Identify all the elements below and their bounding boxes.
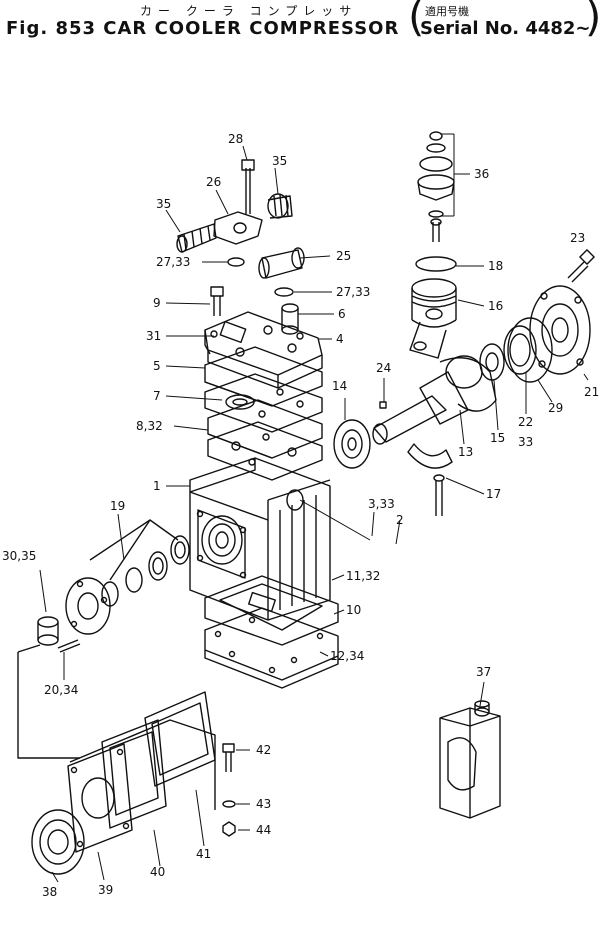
right-paren: ) <box>585 0 602 41</box>
callout-29: 29 <box>548 401 563 415</box>
callout-8-32: 8,32 <box>136 419 163 433</box>
callout-41: 41 <box>196 847 211 861</box>
callout-labels: 28 35 26 35 27,33 25 27,33 9 6 31 4 5 7 … <box>2 132 599 899</box>
serial-number: Serial No. 4482∼ <box>420 18 591 39</box>
callout-27-33-left: 27,33 <box>156 255 190 269</box>
callout-44: 44 <box>256 823 271 837</box>
callout-23: 23 <box>570 231 585 245</box>
callout-40: 40 <box>150 865 165 879</box>
front-seal-parts <box>37 519 190 653</box>
callout-9: 9 <box>153 296 161 310</box>
callout-43: 43 <box>256 797 271 811</box>
callout-17: 17 <box>486 487 501 501</box>
callout-18: 18 <box>488 259 503 273</box>
callout-37: 37 <box>476 665 491 679</box>
callout-28: 28 <box>228 132 243 146</box>
callout-35-left: 35 <box>156 197 171 211</box>
figure-title: Fig. 853 CAR COOLER COMPRESSOR <box>6 18 400 39</box>
callout-21: 21 <box>584 385 599 399</box>
callout-31: 31 <box>146 329 161 343</box>
callout-33: 33 <box>518 435 533 449</box>
callout-24: 24 <box>376 361 391 375</box>
callout-2: 2 <box>396 513 404 527</box>
left-paren: ( <box>408 0 425 41</box>
callout-26: 26 <box>206 175 221 189</box>
callout-25: 25 <box>336 249 351 263</box>
callout-10: 10 <box>346 603 361 617</box>
callout-12-34: 12,34 <box>330 649 364 663</box>
callout-39: 39 <box>98 883 113 897</box>
callout-4: 4 <box>336 332 344 346</box>
crankshaft <box>333 249 595 469</box>
callout-3-33: 3,33 <box>368 497 395 511</box>
callout-42: 42 <box>256 743 271 757</box>
oil-can <box>439 700 501 819</box>
cylinder-head-stack <box>204 311 323 481</box>
callout-15: 15 <box>490 431 505 445</box>
callout-20-34: 20,34 <box>44 683 78 697</box>
lower-cover-group <box>17 644 236 875</box>
callout-1: 1 <box>153 479 161 493</box>
callout-14: 14 <box>332 379 347 393</box>
callout-11-32: 11,32 <box>346 569 380 583</box>
callout-5: 5 <box>153 359 161 373</box>
leader-lines <box>39 133 589 883</box>
callout-6: 6 <box>338 307 346 321</box>
japanese-title: カー クーラ コンプレッサ <box>140 4 358 18</box>
callout-35-right: 35 <box>272 154 287 168</box>
callout-19: 19 <box>110 499 125 513</box>
callout-27-33-right: 27,33 <box>336 285 370 299</box>
callout-16: 16 <box>488 299 503 313</box>
callout-7: 7 <box>153 389 161 403</box>
callout-36: 36 <box>474 167 489 181</box>
applicable-model-label: 適用号機 <box>425 5 469 18</box>
callout-13: 13 <box>458 445 473 459</box>
crankcase-body <box>189 457 339 689</box>
callout-30-35: 30,35 <box>2 549 36 563</box>
callout-22: 22 <box>518 415 533 429</box>
callout-38: 38 <box>42 885 57 899</box>
service-valves <box>176 159 305 335</box>
piston-assembly <box>407 131 457 516</box>
